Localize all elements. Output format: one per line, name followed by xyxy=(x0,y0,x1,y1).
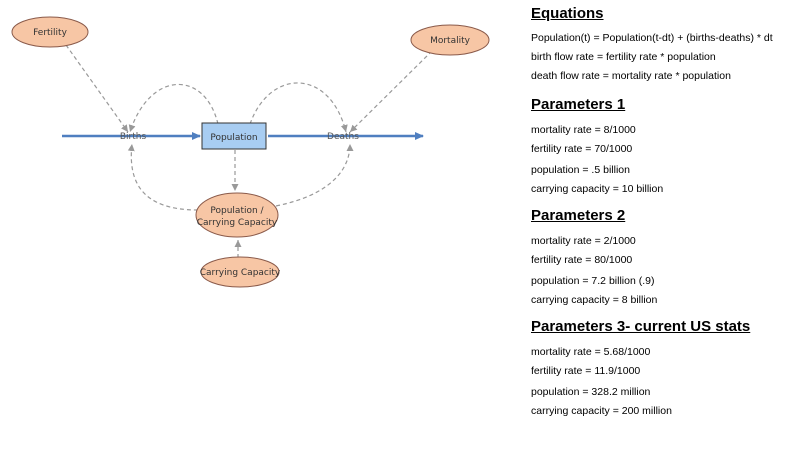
parameter-line: fertility rate = 80/1000 xyxy=(531,254,633,266)
equation-line: death flow rate = mortality rate * popul… xyxy=(531,70,731,82)
equations-title: Equations xyxy=(531,5,604,22)
parameter-line: carrying capacity = 8 billion xyxy=(531,294,658,306)
parameter-line: mortality rate = 8/1000 xyxy=(531,124,636,136)
ratio-node[interactable] xyxy=(195,192,279,238)
ratio-node-label-line1: Population / xyxy=(210,206,264,216)
equation-line: birth flow rate = fertility rate * popul… xyxy=(531,51,716,63)
parameter-line: population = 7.2 billion (.9) xyxy=(531,275,655,287)
stock-flow-diagram: Births Deaths Population Fertility Morta… xyxy=(11,16,490,288)
parameter-line: carrying capacity = 200 million xyxy=(531,405,672,417)
link-ratio-to-deaths xyxy=(275,143,354,207)
parameter-line: fertility rate = 70/1000 xyxy=(531,143,633,155)
carrying-capacity-node[interactable] xyxy=(200,256,280,288)
births-flow-label: Births xyxy=(120,132,147,142)
parameters2-title: Parameters 2 xyxy=(531,207,626,224)
mortality-node[interactable] xyxy=(410,24,490,56)
parameter-line: fertility rate = 11.9/1000 xyxy=(531,365,641,377)
link-fertility-to-births xyxy=(65,44,129,133)
fertility-node-label: Fertility xyxy=(33,28,67,38)
parameter-line: population = 328.2 million xyxy=(531,386,651,398)
text-panel: Equations Population(t) = Population(t-d… xyxy=(531,4,796,419)
population-stock-label: Population xyxy=(210,133,257,143)
equation-line: Population(t) = Population(t-dt) + (birt… xyxy=(531,32,773,44)
parameter-line: carrying capacity = 10 billion xyxy=(531,183,664,195)
ratio-node-label-line2: Carrying Capacity xyxy=(197,218,278,228)
fertility-node[interactable] xyxy=(11,16,89,48)
population-stock[interactable] xyxy=(201,122,267,150)
parameter-line: mortality rate = 2/1000 xyxy=(531,235,636,247)
link-population-to-deaths xyxy=(249,82,348,133)
mortality-node-label: Mortality xyxy=(430,36,471,46)
deaths-flow-label: Deaths xyxy=(327,132,359,142)
link-population-to-births xyxy=(128,83,219,133)
parameters1-title: Parameters 1 xyxy=(531,96,626,113)
parameter-line: mortality rate = 5.68/1000 xyxy=(531,346,651,358)
link-mortality-to-deaths xyxy=(349,50,433,133)
parameters3-title: Parameters 3- current US stats xyxy=(531,318,751,335)
parameter-line: population = .5 billion xyxy=(531,164,630,176)
link-ratio-to-births xyxy=(127,143,199,211)
carrying-capacity-node-label: Carrying Capacity xyxy=(200,268,281,278)
